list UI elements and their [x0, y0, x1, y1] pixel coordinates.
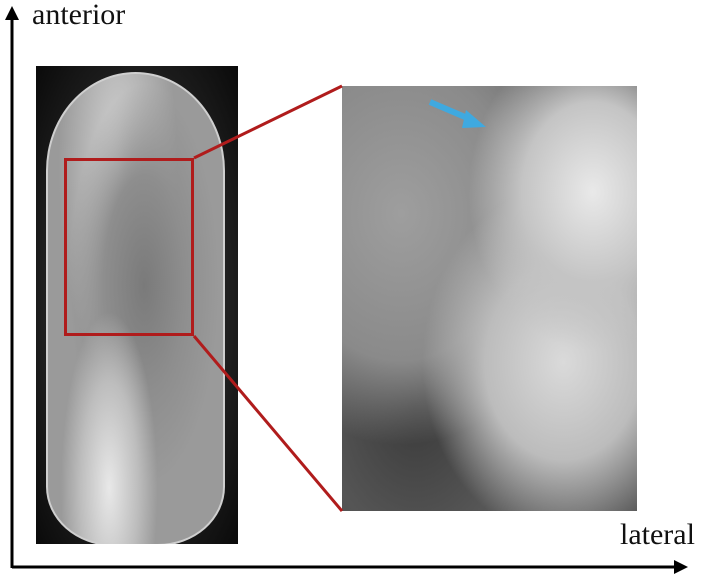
roi-box: [64, 158, 194, 336]
mri-zoomed-image: [342, 86, 637, 511]
axis-label-lateral: lateral: [620, 518, 695, 551]
arrow-right-icon: [674, 560, 688, 574]
arrow-up-icon: [5, 6, 19, 20]
axis-label-anterior: anterior: [32, 0, 126, 31]
